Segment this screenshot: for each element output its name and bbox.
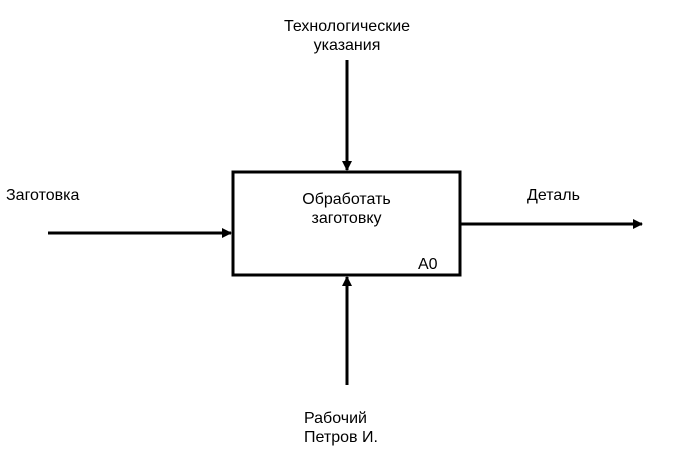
output-label: Деталь <box>527 187 580 204</box>
node-id: A0 <box>418 256 438 273</box>
activity-box[interactable] <box>231 170 462 277</box>
activity-title: Обработать заготовку <box>233 190 460 228</box>
control-label: Технологические указания <box>247 17 447 55</box>
activity-title-line1: Обработать <box>302 191 391 208</box>
mechanism-label-line1: Рабочий <box>304 410 367 427</box>
mechanism-label: Рабочий Петров И. <box>280 409 410 447</box>
control-label-line1: Технологические <box>283 18 411 35</box>
input-label: Заготовка <box>6 187 80 204</box>
control-label-line2: указания <box>313 37 381 54</box>
mechanism-label-line2: Петров И. <box>304 429 378 446</box>
activity-title-line2: заготовку <box>311 210 382 227</box>
